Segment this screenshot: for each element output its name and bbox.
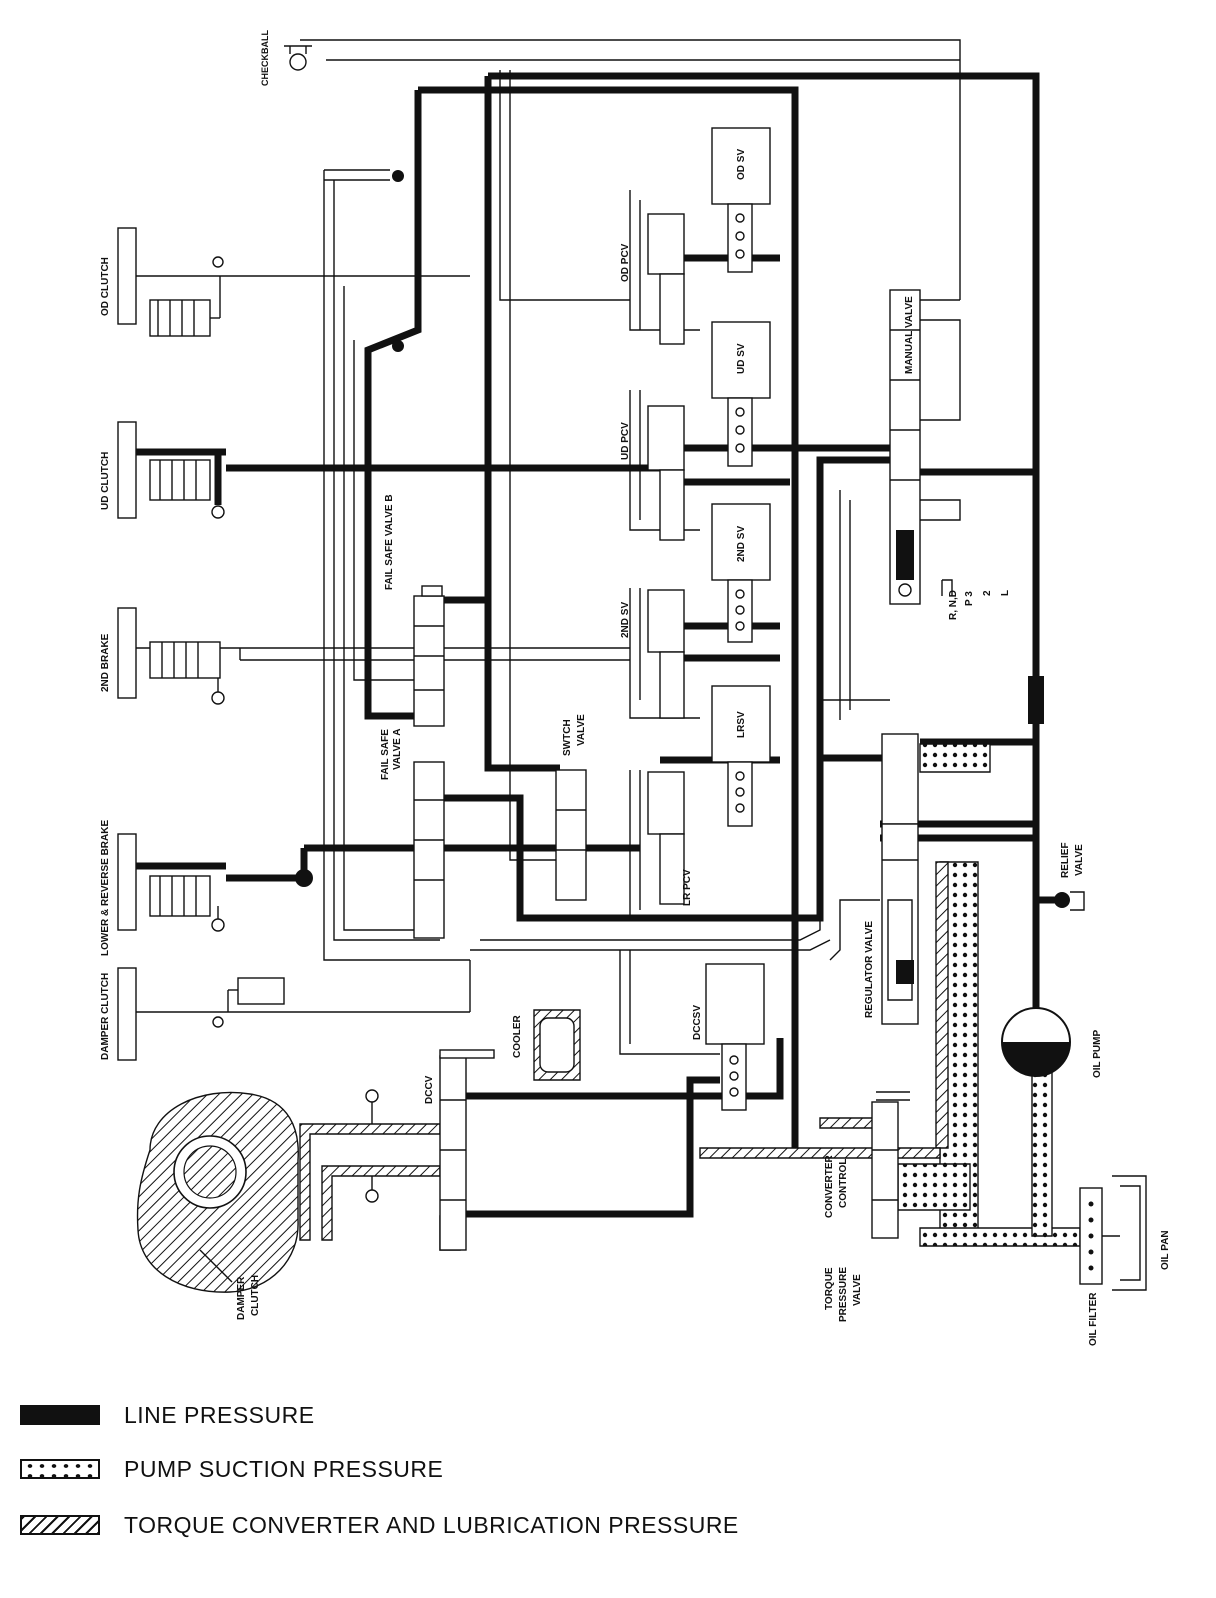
2nd-brake-label: 2ND BRAKE: [100, 633, 111, 692]
od-clutch: [117, 227, 470, 337]
oil-pump-label: OIL PUMP: [1092, 1030, 1103, 1078]
range-p3-label: P 3: [964, 591, 975, 606]
legend-label: TORQUE CONVERTER AND LUBRICATION PRESSUR…: [124, 1511, 739, 1538]
dccv: DCCV: [365, 1049, 495, 1251]
fail-safe-valve-a: FAIL SAFE VALVE A: [380, 729, 445, 939]
manual-valve: MANUAL VALVE R, N,D P 3 2 L: [889, 289, 1011, 620]
switch-valve: SWTCH VALVE: [555, 714, 587, 901]
regulator-valve: REGULATOR VALVE: [864, 733, 919, 1025]
lrsv-label: LRSV: [736, 711, 747, 738]
torque-pressure-label-2: PRESSURE: [838, 1267, 849, 1322]
manual-valve-label: MANUAL VALVE: [904, 296, 915, 374]
2nd-sv-left-label: 2ND SV: [620, 602, 631, 638]
torque-pressure-label-3: VALVE: [852, 1274, 863, 1306]
dccsv: DCCSV: [692, 963, 765, 1111]
legend: LINE PRESSURE PUMP SUCTION PRESSURE TORQ…: [0, 1380, 1216, 1598]
2nd-pcv: 2ND SV: [620, 589, 685, 719]
low-reverse-brake: [117, 833, 313, 932]
ud-pcv: UD PCV: [620, 405, 685, 541]
range-2-label: 2: [982, 590, 993, 596]
oil-pan-label: OIL PAN: [1160, 1230, 1171, 1270]
ud-pcv-label: UD PCV: [620, 422, 631, 460]
od-clutch-label: OD CLUTCH: [100, 257, 111, 316]
lr-pcv: LR PCV: [647, 771, 693, 906]
damper-clutch-label-2: CLUTCH: [250, 1275, 261, 1316]
cooler-label: COOLER: [512, 1014, 523, 1058]
lrsv: LRSV: [711, 685, 771, 827]
checkball-label: CHECKBALL: [260, 30, 270, 86]
converter-control-label-2: CONTROL: [838, 1159, 849, 1208]
regulator-valve-label: REGULATOR VALVE: [864, 921, 875, 1018]
pump-suction-swatch: [20, 1459, 100, 1479]
od-pcv: OD PCV: [620, 213, 685, 345]
legend-item-line-pressure: LINE PRESSURE: [20, 1400, 315, 1430]
low-reverse-brake-label: LOWER & REVERSE BRAKE: [100, 820, 111, 956]
ud-clutch-label: UD CLUTCH: [100, 452, 111, 510]
oil-filter: OIL FILTER: [1079, 1187, 1120, 1346]
range-rnd-label: R, N,D: [948, 590, 959, 620]
ud-sv: UD SV: [711, 321, 771, 467]
od-pcv-label: OD PCV: [620, 243, 631, 282]
oil-filter-label: OIL FILTER: [1088, 1292, 1099, 1346]
relief-valve-label-2: VALVE: [1074, 844, 1085, 876]
fail-safe-valve-a-label-1: FAIL SAFE: [380, 729, 391, 780]
converter-control-valve: CONVERTER CONTROL TORQUE PRESSURE VALVE: [824, 1091, 910, 1322]
ud-clutch: [117, 421, 660, 519]
legend-item-pump-suction-pressure: PUMP SUCTION PRESSURE: [20, 1454, 443, 1484]
switch-valve-label-1: SWTCH: [562, 719, 573, 756]
switch-valve-label-2: VALVE: [576, 714, 587, 746]
damper-clutch-side-label: DAMPER CLUTCH: [100, 973, 111, 1060]
range-l-label: L: [1000, 590, 1011, 596]
converter-control-label-1: CONVERTER: [824, 1154, 835, 1218]
2nd-sv-label: 2ND SV: [736, 526, 747, 562]
legend-item-torque-converter-pressure: TORQUE CONVERTER AND LUBRICATION PRESSUR…: [20, 1510, 739, 1540]
pump-suction-passages: [897, 743, 1081, 1247]
checkball: CHECKBALL: [260, 30, 312, 86]
damper-clutch-label-1: DAMPER: [236, 1276, 247, 1320]
lr-pcv-label: LR PCV: [682, 869, 693, 906]
control-passages: [300, 39, 961, 1055]
damper-clutch-actuator: [117, 967, 470, 1061]
line-pressure-swatch: [20, 1405, 100, 1425]
od-sv-label: OD SV: [736, 149, 747, 180]
2nd-sv: 2ND SV: [711, 503, 771, 643]
torque-pressure-label-1: TORQUE: [824, 1267, 835, 1310]
cooler: COOLER: [512, 1014, 575, 1073]
legend-label: PUMP SUCTION PRESSURE: [124, 1455, 444, 1482]
fail-safe-valve-b: FAIL SAFE VALVE B: [384, 494, 445, 727]
oil-pan: OIL PAN: [1112, 1175, 1171, 1291]
torque-converter: DAMPER CLUTCH: [136, 1091, 299, 1320]
dccv-label: DCCV: [424, 1075, 435, 1104]
fail-safe-valve-b-label: FAIL SAFE VALVE B: [384, 494, 395, 590]
legend-label: LINE PRESSURE: [124, 1401, 315, 1428]
ud-sv-label: UD SV: [736, 343, 747, 374]
hydraulic-circuit-diagram: CHECKBALL OD SV OD PCV UD SV UD PCV 2ND …: [100, 30, 1171, 1346]
od-sv: OD SV: [711, 127, 771, 273]
fail-safe-valve-a-label-2: VALVE A: [392, 729, 403, 770]
oil-pump: OIL PUMP: [1001, 1007, 1103, 1078]
2nd-brake: [117, 607, 630, 705]
torque-converter-swatch: [20, 1515, 100, 1535]
relief-valve: RELIEF VALVE: [1054, 842, 1085, 911]
relief-valve-label-1: RELIEF: [1060, 842, 1071, 878]
dccsv-label: DCCSV: [692, 1005, 703, 1040]
